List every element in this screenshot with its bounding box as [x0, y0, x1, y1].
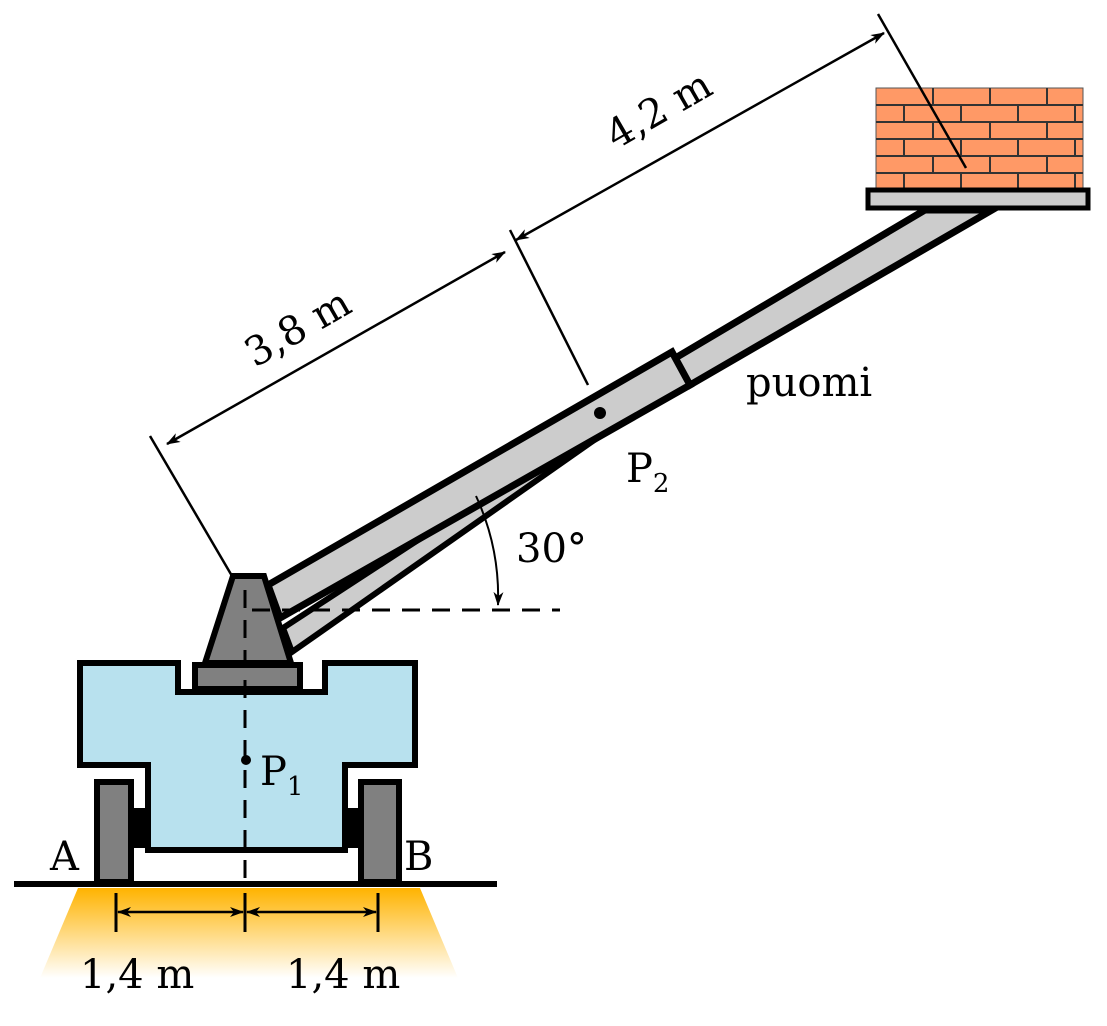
extension-line-mid [508, 229, 590, 386]
p1-point [241, 755, 251, 765]
support-b-label: B [404, 834, 433, 880]
angle-label: 30° [516, 526, 587, 572]
dimension-4-2-label: 4,2 m [598, 62, 720, 159]
platform [865, 187, 1091, 211]
wheel-b [358, 779, 402, 885]
dimension-arrow-3-8 [166, 250, 506, 446]
brick-load [875, 87, 1084, 191]
support-a-label: A [49, 834, 80, 880]
boom-label: puomi [746, 360, 872, 406]
turntable-plate [192, 662, 303, 692]
p2-point [594, 407, 606, 419]
pedestal [200, 573, 296, 666]
dimension-right-label: 1,4 m [286, 952, 400, 998]
axle-right [345, 808, 361, 848]
axle-left [130, 808, 148, 848]
p1-label: P1 [260, 749, 303, 802]
angle-arc [475, 495, 504, 606]
wheel-a [94, 779, 134, 885]
dimension-left-label: 1,4 m [80, 952, 194, 998]
p2-label: P2 [626, 446, 669, 499]
inner-boom [666, 206, 1006, 390]
extension-line-pivot [148, 435, 234, 577]
extension-line-end [876, 13, 968, 169]
dimension-arrow-4-2 [515, 31, 885, 242]
dimension-3-8-label: 3,8 m [237, 280, 359, 377]
